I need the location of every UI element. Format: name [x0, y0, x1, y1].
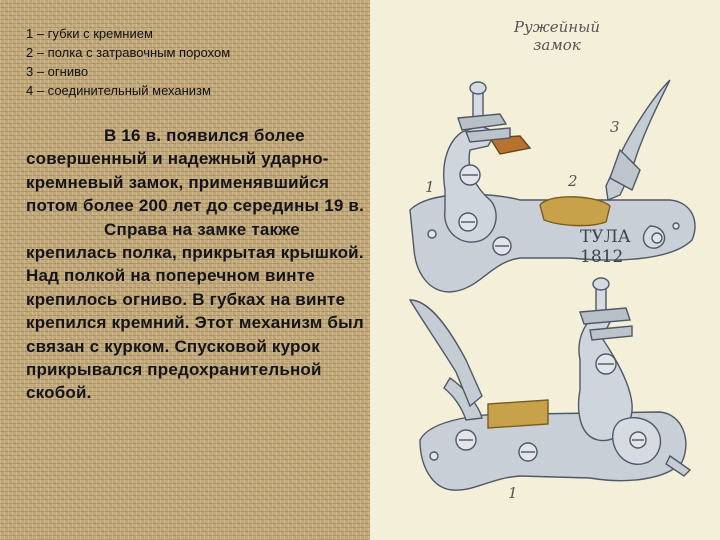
- flintlock-illustration: ТУЛА 1812: [370, 0, 720, 540]
- description-text: В 16 в. появился более совершенный и над…: [26, 124, 366, 405]
- flintlock-drawing: ТУЛА 1812: [408, 79, 696, 491]
- jaws: [457, 113, 508, 131]
- frizzen: [605, 79, 671, 201]
- flash-pan: [539, 196, 611, 227]
- legend-item: 4 – соединительный механизм: [26, 83, 211, 98]
- label-number: 1: [425, 178, 435, 196]
- bottom-lock: [408, 277, 692, 491]
- label-number: 1: [508, 484, 518, 502]
- figure-title: Ружейный замок: [513, 18, 601, 54]
- paragraph-2: Справа на замке также крепилась полка, п…: [26, 219, 364, 403]
- flash-pan: [487, 399, 549, 429]
- label-number: 2: [568, 172, 578, 190]
- frizzen: [408, 299, 483, 408]
- legend-item: 2 – полка с затравочным порохом: [26, 45, 231, 60]
- stamp-line-1: ТУЛА: [580, 227, 631, 247]
- top-lock: [409, 79, 696, 293]
- legend: 1 – губки с кремнием 2 – полка с затраво…: [26, 24, 366, 100]
- paragraph-1: В 16 в. появился более совершенный и над…: [26, 126, 365, 216]
- stamp-line-2: 1812: [580, 247, 623, 267]
- label-number: 3: [610, 118, 620, 136]
- legend-item: 1 – губки с кремнием: [26, 26, 153, 41]
- legend-item: 3 – огниво: [26, 64, 89, 79]
